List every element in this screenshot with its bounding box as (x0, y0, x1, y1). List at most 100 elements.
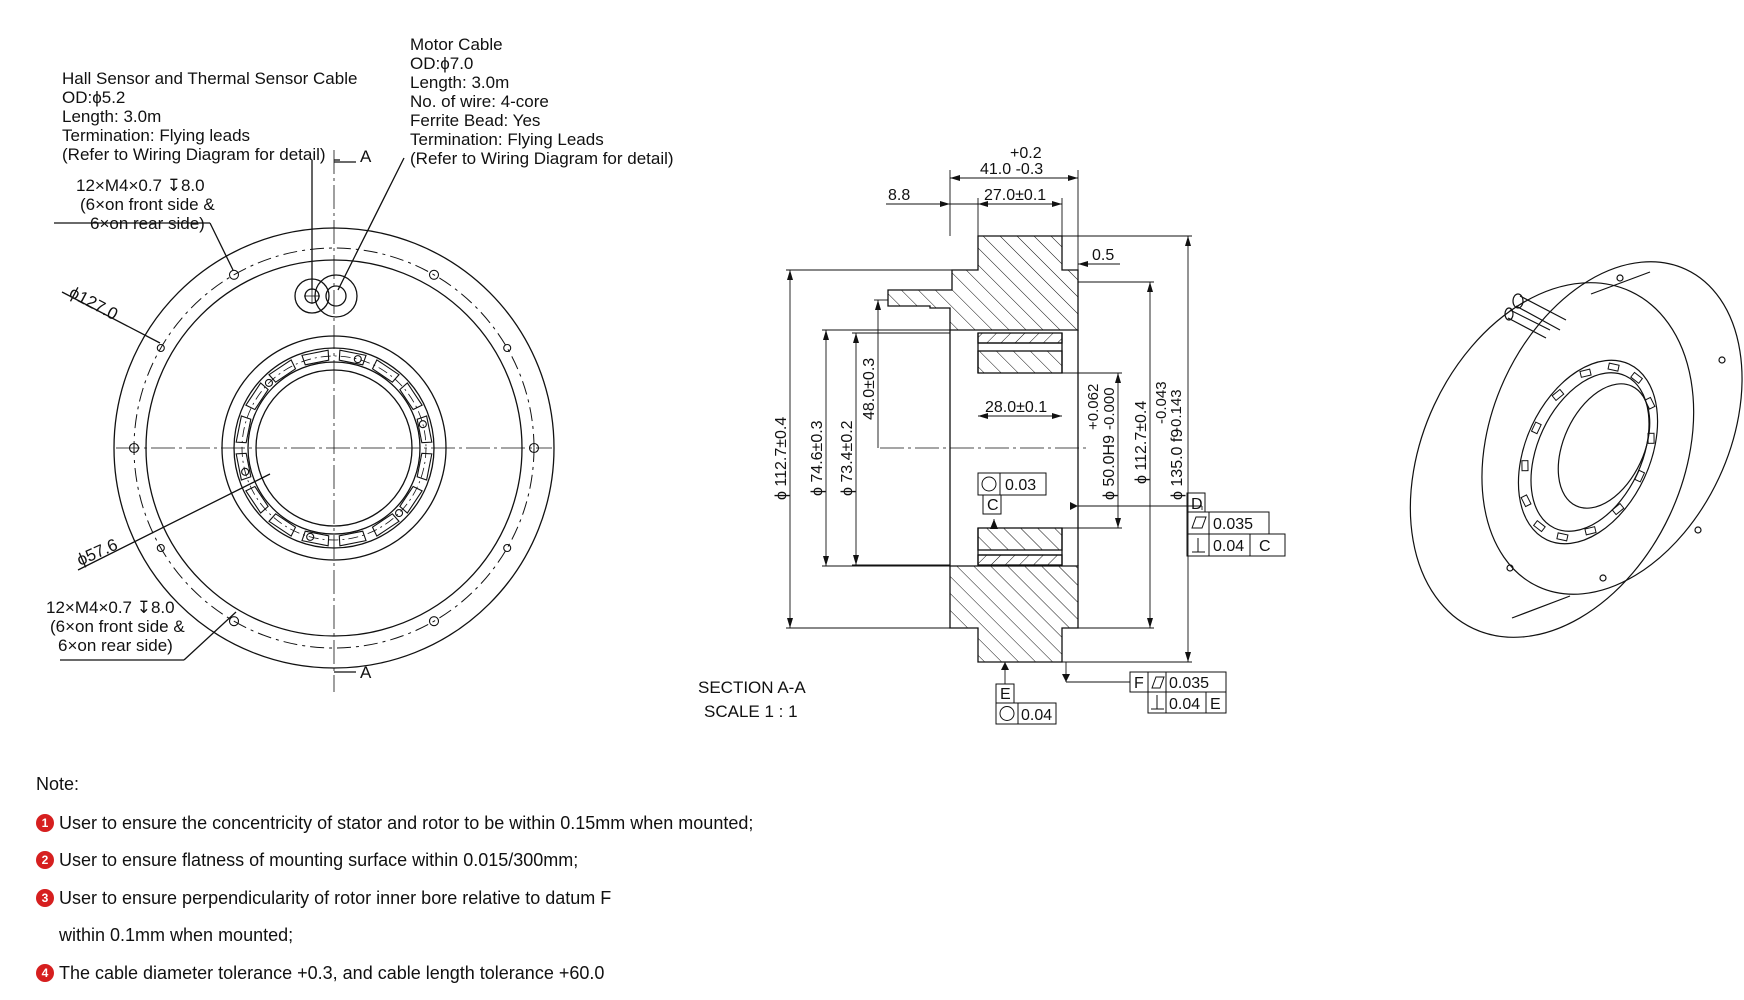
note-item-2: 2 User to ensure flatness of mounting su… (36, 842, 936, 880)
section-dimensions (786, 170, 1203, 684)
diameter-127: ϕ127.0 (66, 283, 121, 324)
dim-dia-50-tol-lower: -0.000 (1101, 387, 1118, 430)
gdt-frames (977, 472, 1286, 725)
iso-magnet-slot (1607, 362, 1620, 372)
iso-cable-2 (1515, 295, 1567, 331)
gdt-ref-c: C (1259, 538, 1271, 555)
gdt-flatness-0035: 0.035 (1213, 516, 1253, 533)
datum-d: D (1191, 496, 1203, 513)
dim-41-tolerance: +0.2 (1010, 145, 1042, 162)
gdt-ref-e: E (1210, 696, 1221, 713)
mounting-hole (128, 442, 140, 454)
note-number-2: 2 (36, 851, 54, 870)
motor-cable-gland (314, 274, 358, 318)
dim-48: 48.0±0.3 (861, 358, 878, 420)
magnet-slot (268, 513, 297, 537)
section-title: SECTION A-A (698, 678, 806, 697)
note-text-2: User to ensure flatness of mounting surf… (59, 850, 579, 871)
mounting-hole (503, 343, 512, 353)
magnet-slot (371, 513, 400, 537)
magnet-slot (245, 382, 269, 411)
mounting-hole (228, 616, 240, 627)
mounting-hole (241, 467, 250, 476)
dim-dia-50-tol-upper: +0.062 (1085, 384, 1102, 430)
dim-dia-112-7-left: ϕ 112.7±0.4 (773, 417, 790, 500)
gdt-flatness-0035-f: 0.035 (1169, 675, 1209, 692)
dim-8-8: 8.8 (888, 187, 910, 204)
lower-magnet (977, 554, 1063, 566)
upper-magnet (977, 332, 1063, 344)
iso-magnet-slot (1630, 371, 1644, 384)
iso-magnet-slots (1520, 362, 1656, 542)
magnet-slot (416, 452, 433, 481)
upper-housing (887, 235, 1079, 331)
magnet-slot (338, 349, 367, 366)
mounting-hole (428, 616, 440, 627)
magnet-slot (416, 415, 433, 444)
magnet-slot (301, 530, 330, 547)
mounting-hole (306, 532, 315, 541)
notes-title: Note: (36, 774, 80, 794)
iso-magnet-slot (1634, 469, 1646, 483)
datum-f: F (1134, 675, 1144, 692)
note-text-4: The cable diameter tolerance +0.3, and c… (59, 962, 605, 983)
diameter-57-6: ϕ57.6 (74, 535, 121, 570)
dim-27: 27.0±0.1 (984, 187, 1046, 204)
section-view (880, 235, 1090, 663)
section-mark-top: A (360, 147, 372, 166)
mounting-hole (418, 420, 427, 429)
iso-rotor-ring (1517, 359, 1659, 545)
gdt-perpendicularity-004-e: 0.04 (1169, 696, 1200, 713)
mounting-hole (264, 378, 273, 387)
magnet-slot (301, 349, 330, 366)
iso-bore (1557, 383, 1651, 509)
mounting-hole (428, 269, 440, 280)
iso-magnet-slot (1521, 460, 1529, 472)
magnet-slot (245, 485, 269, 514)
mounting-holes (128, 269, 540, 627)
mounting-hole (228, 269, 240, 280)
dim-dia-74-6: ϕ 74.6±0.3 (809, 420, 826, 496)
iso-magnet-slot (1644, 396, 1656, 410)
note-number-3: 3 (36, 888, 54, 907)
datum-e: E (1000, 686, 1011, 703)
dimension-arrows (787, 175, 1191, 682)
note-item-4: 4 The cable diameter tolerance +0.3, and… (36, 954, 936, 992)
iso-front-face (1481, 261, 1743, 595)
iso-magnet-slot (1647, 432, 1655, 444)
datum-c: C (987, 497, 999, 514)
note-item-3: 3 User to ensure perpendicularity of rot… (36, 879, 936, 917)
iso-rear-face (1409, 282, 1695, 638)
dim-dia-135: ϕ 135.0 f9 (1169, 429, 1186, 500)
iso-magnet-slot (1556, 532, 1569, 542)
section-scale: SCALE 1 : 1 (704, 702, 798, 721)
iso-cable-1 (1507, 309, 1551, 339)
tapped-holes-top: 12×M4×0.7 ↧8.0 (6×on front side & 6×on r… (76, 176, 219, 233)
mounting-hole (528, 442, 540, 454)
note-item-1: 1 User to ensure the concentricity of st… (36, 804, 936, 842)
gdt-circularity-003: 0.03 (1005, 477, 1036, 494)
mounting-hole (503, 543, 512, 553)
dim-dia-73-4: ϕ 73.4±0.2 (839, 420, 856, 496)
notes-section: Note: 1 User to ensure the concentricity… (36, 772, 936, 992)
iso-magnet-slot (1532, 520, 1546, 533)
mounting-hole (395, 509, 404, 518)
iso-magnet-slot (1520, 494, 1532, 508)
iso-magnet-slot (1551, 388, 1565, 402)
mounting-hole (156, 343, 165, 353)
dim-28: 28.0±0.1 (985, 399, 1047, 416)
note-item-3-continued: within 0.1mm when mounted; (36, 917, 936, 955)
dim-dia-135-tol-lower: -0.143 (1168, 389, 1185, 432)
isometric-view (1409, 261, 1743, 638)
dim-dia-135-tol-upper: -0.043 (1153, 381, 1170, 424)
lower-rotor-core (977, 527, 1063, 551)
magnet-slot (235, 452, 252, 481)
gdt-circularity-004: 0.04 (1021, 707, 1052, 724)
note-number-4: 4 (36, 963, 54, 982)
iso-magnet-slot (1611, 502, 1625, 516)
iso-magnet-slot (1579, 368, 1592, 378)
note-number-1: 1 (36, 813, 54, 832)
gdt-perpendicularity-004: 0.04 (1213, 538, 1244, 555)
magnet-slot (399, 382, 423, 411)
